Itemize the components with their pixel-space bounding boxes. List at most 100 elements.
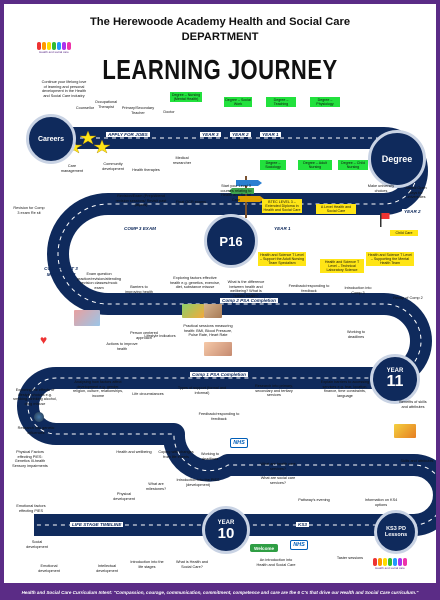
text-primary-teacher: Primary/Secondary Teacher [121,106,155,115]
page-title: LEARNING JOURNEY [102,53,338,85]
life-stage-label: LIFE STAGE TIMELINE [70,522,124,527]
text-research-genetic: Research into genetic influences [17,426,55,435]
text-what-is-diff: What is the difference between health an… [227,280,265,298]
text-revision-comp3: Revision for Comp 3 exam Re sit [13,206,45,215]
ks3-road-label: KS3 [296,522,309,527]
text-emotional-dev: Emotional development [38,564,60,573]
text-care-management: Care management [60,164,84,173]
comp2-psa-label: Comp 2 PSA Completion [220,298,278,303]
text-exploring-factors: Exploring factors effective health e.g. … [169,276,221,290]
note-t-level-adult-nursing: Health and Science T Level – Support the… [258,252,306,267]
text-health-services: What are health care services? [260,462,296,471]
component3-mock-label: COMPONENT 3 MOCK EXAM [44,266,78,277]
text-coping: Coping with changes from life events [158,450,194,459]
year2b-label: YEAR 2 [402,209,423,214]
nhs-logo: NHS [230,438,248,448]
text-working-deadlines2: Working to deadlines [200,452,220,461]
text-physical-factors: Physical Factors effecting PIES: Genetic… [12,450,48,468]
thumb-dna-icon [34,412,44,422]
note-degree-teaching: Degree – Teaching [266,97,296,108]
text-feedback-improve: Feedback/responding to feedback [288,284,330,293]
ks3-label: KS3 PD Lessons [384,526,408,538]
text-feedback2: Feedback/responding to feedback [198,412,240,421]
year10-word: YEAR [217,519,235,526]
text-revision-exam: Revision/Exam (Prep/Attend revision sess… [115,194,167,208]
degree-label: Degree [381,154,413,164]
text-info-ks4: Information on KS4 options [364,498,398,507]
note-t-level-lab-science: Health and Science T Level – Technical L… [320,259,364,274]
note-degree-sociology: Degree – Sociology [260,160,286,171]
degree-milestone: Degree [368,130,426,188]
text-make-uni: Make university choices [367,184,395,193]
text-lifestyle: Lifestyle indicators [144,334,176,338]
signpost-icon [229,176,264,218]
text-barriers: Barriers to improving health [125,285,153,294]
text-skills: Skills and attributes [400,459,434,463]
text-social-services: What are social care services? [260,476,296,485]
text-pathway: Pathway's evening [298,498,330,502]
text-counsellor: Counsellor [75,106,95,110]
year11-milestone: YEAR 11 [370,354,420,404]
header-line1: The Herewoode Academy Health and Social … [89,16,351,28]
note-degree-adult-nursing: Degree – Adult Nursing [298,160,332,171]
comp1-psa-label: Comp 1 PSA Completion [190,372,248,377]
text-emotional-factors: Emotional factors effecting PIES [16,504,46,513]
thumb-heart-icon: ♥ [40,333,48,347]
text-what-milestones: What are milestones? [145,482,167,491]
text-analysing: Analysing how factors affect development… [72,380,124,398]
text-explain-barriers: Explain barriers to accessing services e… [320,380,370,398]
text-intro-life-stages: Introduction into the life stages [130,560,164,569]
header-line2: DEPARTMENT [181,31,259,43]
text-person-centred: Person centered approach [130,331,158,340]
footer: Health and Social Care Curriculum Intent… [21,589,419,595]
thumb-measure-icon [204,342,232,356]
year1-label: YEAR 1 [260,132,281,137]
text-final-ocr: Final OCR exams [176,200,206,204]
year1b-label: YEAR 1 [272,226,293,231]
year11-number: 11 [386,373,404,390]
text-types-support: Types of support (formal and informal) [177,386,227,395]
careers-label: Careers [37,135,65,143]
note-degree-child-nursing: Degree – Child Nursing [338,160,368,171]
text-occ-therapist: Occupational Therapist [94,100,118,109]
careers-milestone: Careers [26,114,76,164]
ks3-milestone: KS3 PD Lessons [374,510,418,554]
text-community: Community development [102,162,124,171]
text-health-wellbeing: Health and wellbeing [116,450,152,454]
text-start-l3: Start your Level 3 courses relating to H… [220,184,252,202]
text-actions-improve: Actions to improve health [106,342,138,351]
note-degree-mental-health: Degree – Nursing (Mental Health) [170,92,202,103]
note-child-care: Child Care [390,230,418,237]
text-intellectual-dev: Intellectual development [96,564,118,573]
nhs-logo-2: NHS [290,540,308,550]
text-research-primary: Research into primary, secondary and ter… [255,384,293,398]
text-recap-comp2: Recap of Comp 2 [393,296,423,300]
text-benefits: Benefits of skills and attributes [399,400,427,409]
text-exam-question: Exam question practice/revision/attendin… [76,272,122,290]
year10-milestone: YEAR 10 [202,506,250,554]
apply-jobs-label: APPLY FOR JOBS [106,132,150,137]
text-intro-hsc: An introduction into Health and Social C… [256,558,296,567]
welcome-sign: Welcome [250,544,278,552]
text-practical: Practical sessions measuring health: BMI… [183,324,233,338]
year11-word: YEAR [386,368,404,374]
thumb-people-icon [204,304,222,318]
thumb-healthy-food-icon [182,304,204,318]
thumb-hands-icon [394,424,416,438]
text-physical-dev: Physical development [113,492,135,501]
year3-label: YEAR 3 [200,132,221,137]
text-working-deadlines: Working to deadlines [346,330,366,339]
text-exploring-effects: Exploring the effects of lifestyle choic… [13,388,57,406]
text-doctor: Doctor [163,110,175,114]
poster: The Herewoode Academy Health and Social … [4,4,436,583]
text-health-therapies: Health therapies [132,168,160,172]
thumb-friends-icon [74,310,100,326]
p16-milestone: P16 [204,214,258,268]
note-btec-level3: BTEC LEVEL 3 – Extended Diploma in Healt… [262,199,302,214]
text-attend-open: Attend Open days for universities [405,186,427,200]
text-intro-pies: Introduction into the PIES (development) [176,478,220,487]
text-social-dev: Social development [26,540,48,549]
finish-flag-icon [380,213,390,227]
logo-left: Health and social care [32,42,76,56]
note-degree-physiology: Degree – Physiology [310,97,340,108]
